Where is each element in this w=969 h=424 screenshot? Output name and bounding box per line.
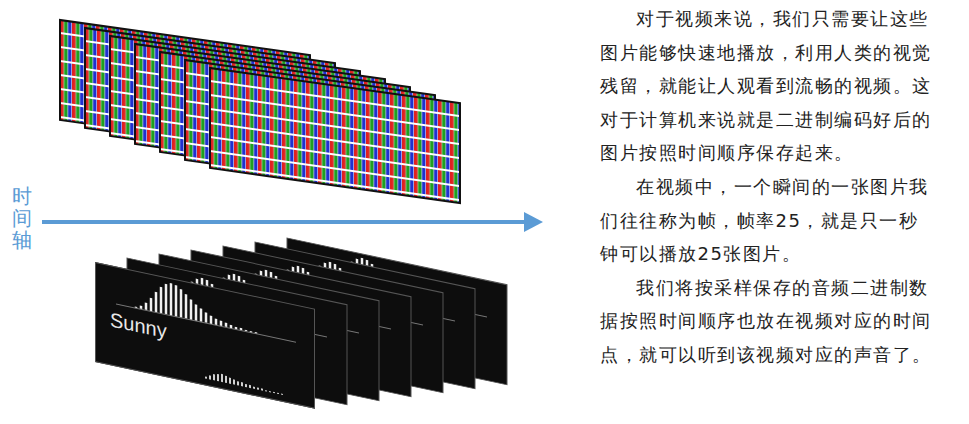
- waveform: [96, 263, 316, 410]
- time-axis-arrow: [42, 212, 543, 232]
- body-paragraph: 我们将按采样保存的音频二进制数据按照时间顺序也放在视频对应的时间点，就可以听到该…: [600, 271, 936, 372]
- image-frames: [60, 20, 460, 203]
- text-column: 对于视频来说，我们只需要让这些图片能够快速地播放，利用人类的视觉残留，就能让人观…: [600, 2, 936, 372]
- body-paragraph: 对于视频来说，我们只需要让这些图片能够快速地播放，利用人类的视觉残留，就能让人观…: [600, 2, 936, 170]
- watermark-text: Sunny: [110, 308, 167, 343]
- image-frame: [210, 68, 460, 203]
- axis-label: 时间轴: [12, 185, 32, 251]
- body-paragraph: 在视频中，一个瞬间的一张图片我们往往称为帧，帧率25，就是只一秒钟可以播放25张…: [600, 170, 936, 271]
- audio-frame: Sunny: [95, 262, 315, 409]
